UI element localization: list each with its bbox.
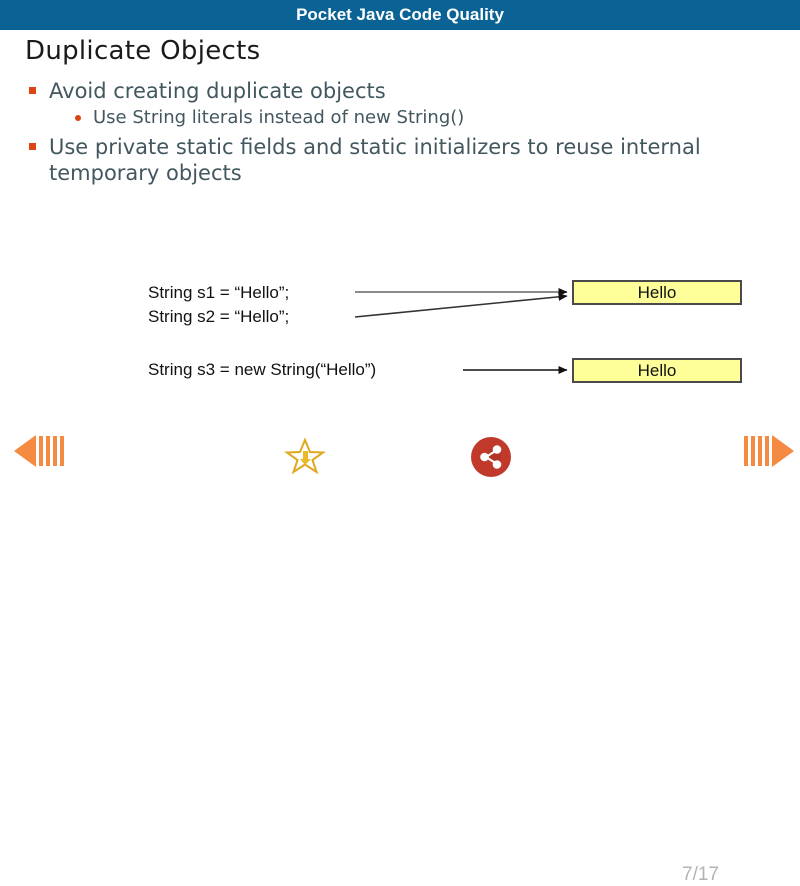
slide-title: Duplicate Objects bbox=[25, 36, 261, 66]
next-bar-3-icon bbox=[758, 436, 762, 466]
prev-bar-4-icon bbox=[60, 436, 64, 466]
bullet-text: Avoid creating duplicate objects bbox=[49, 79, 386, 103]
prev-bar-1-icon bbox=[39, 436, 43, 466]
bullet-list: Avoid creating duplicate objects Use Str… bbox=[3, 78, 800, 188]
page-counter: 7/17 bbox=[682, 864, 719, 885]
favorite-button[interactable] bbox=[284, 437, 326, 475]
prev-bar-2-icon bbox=[46, 436, 50, 466]
bullet-text: Use private static fields and static ini… bbox=[49, 135, 701, 185]
bullet-item: Use private static fields and static ini… bbox=[3, 134, 789, 186]
code-line-s2: String s2 = “Hello”; bbox=[148, 307, 290, 326]
code-line-s1: String s1 = “Hello”; bbox=[148, 283, 290, 302]
prev-bar-3-icon bbox=[53, 436, 57, 466]
share-button[interactable] bbox=[470, 436, 512, 478]
next-bar-1-icon bbox=[744, 436, 748, 466]
sub-bullet-text: Use String literals instead of new Strin… bbox=[93, 107, 465, 128]
star-inner-icon bbox=[300, 451, 311, 465]
heap-object-box: Hello bbox=[572, 358, 742, 383]
arrow-s2-to-box1 bbox=[354, 292, 568, 318]
share-nodes-icon bbox=[480, 445, 502, 469]
string-interning-diagram: String s1 = “Hello”; String s2 = “Hello”… bbox=[3, 220, 800, 410]
next-arrow-icon bbox=[772, 435, 794, 467]
app-header: Pocket Java Code Quality bbox=[0, 0, 800, 30]
square-bullet-icon bbox=[29, 143, 36, 150]
app-title: Pocket Java Code Quality bbox=[296, 5, 504, 24]
previous-slide-button[interactable] bbox=[10, 433, 66, 469]
bullet-item: Avoid creating duplicate objects bbox=[3, 78, 789, 104]
next-bar-2-icon bbox=[751, 436, 755, 466]
footer-toolbar: 7/17 bbox=[0, 420, 800, 885]
round-bullet-icon bbox=[75, 115, 81, 121]
code-line-s3: String s3 = new String(“Hello”) bbox=[148, 360, 377, 379]
square-bullet-icon bbox=[29, 87, 36, 94]
prev-arrow-icon bbox=[14, 435, 36, 467]
sub-bullet-item: Use String literals instead of new Strin… bbox=[3, 106, 800, 130]
diagram-arrows bbox=[354, 288, 568, 374]
next-bar-4-icon bbox=[765, 436, 769, 466]
slide-canvas: Duplicate Objects Avoid creating duplica… bbox=[0, 30, 800, 420]
string-pool-box: Hello bbox=[572, 280, 742, 305]
next-slide-button[interactable] bbox=[742, 433, 798, 469]
